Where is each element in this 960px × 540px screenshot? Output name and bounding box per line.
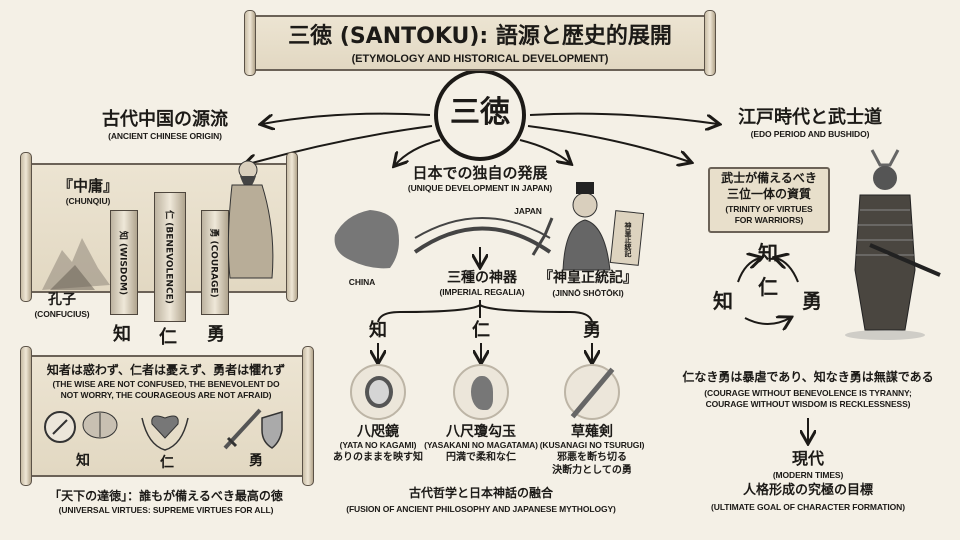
brain-icon	[82, 411, 118, 439]
sword-kusanagi-icon	[564, 364, 620, 420]
middle-footer-en: (FUSION OF ANCIENT PHILOSOPHY AND JAPANE…	[346, 504, 616, 514]
left-footer: 「天下の達徳」：誰もが備えるべき最高の徳	[49, 489, 283, 503]
modern-times-en: (MODERN TIMES)	[772, 470, 844, 480]
arrow-to-edo	[529, 112, 718, 124]
scroll-roll	[704, 10, 716, 76]
trinity-box	[708, 167, 830, 233]
left-footer-en: (UNIVERSAL VIRTUES: SUPREME VIRTUES FOR …	[58, 505, 274, 515]
zhongyong-en: (CHUNQIU)	[65, 196, 111, 206]
left-heading-en: (ANCIENT CHINESE ORIGIN)	[108, 131, 222, 141]
yasakani-romaji: (YASAKANI NO MAGATAMA)	[424, 440, 538, 450]
scroll-roll	[244, 10, 256, 76]
regalia-virtue-courage: 勇	[583, 320, 601, 341]
book-cover-title: 神皇正統記	[624, 222, 633, 257]
pillar-courage: 勇 (COURAGE)	[201, 210, 229, 315]
virtue-courage: 勇	[207, 324, 225, 345]
scroll-roll	[20, 346, 32, 486]
scroll-roll	[302, 346, 314, 486]
title-banner	[252, 15, 708, 71]
analects-quote-en: (THE WISE ARE NOT CONFUSED, THE BENEVOLE…	[52, 379, 280, 389]
scroll-roll	[286, 152, 298, 302]
japan-map-icon	[531, 217, 554, 256]
scholar-illustration	[562, 182, 611, 271]
middle-heading: 日本での独自の発展	[412, 164, 548, 182]
trinity-en-1: (TRINITY OF VIRTUES	[725, 204, 813, 214]
yasakani-no-magatama: 八尺瓊勾玉	[446, 424, 516, 440]
heart-hands-icon	[141, 415, 189, 451]
yata-desc: ありのままを映す知	[333, 452, 423, 463]
icon-label-courage: 勇	[249, 453, 263, 469]
imperial-regalia-en: (IMPERIAL REGALIA)	[439, 287, 525, 297]
icon-label-wisdom: 知	[76, 453, 90, 469]
japan-label: JAPAN	[514, 206, 542, 216]
page-title: 三徳 (SANTOKU): 語源と歴史的展開	[288, 24, 672, 49]
virtue-wisdom: 知	[113, 324, 131, 345]
china-label: CHINA	[348, 277, 376, 287]
compass-icon	[44, 411, 76, 443]
regalia-virtue-wisdom: 知	[369, 320, 387, 341]
imperial-regalia-label: 三種の神器	[447, 270, 517, 286]
character-goal-en: (ULTIMATE GOAL OF CHARACTER FORMATION)	[711, 502, 905, 512]
scroll-roll	[20, 152, 32, 302]
yata-romaji: (YATA NO KAGAMI)	[339, 440, 417, 450]
cycle-courage: 勇	[802, 289, 822, 313]
kusanagi-desc-2: 決断力としての勇	[552, 465, 632, 476]
bushido-quote-en-2: COURAGE WITHOUT WISDOM IS RECKLESSNESS)	[705, 399, 911, 409]
middle-footer: 古代哲学と日本神話の融合	[408, 486, 554, 500]
center-enso-circle	[434, 69, 526, 161]
trinity-en-2: FOR WARRIORS)	[734, 215, 804, 225]
jinno-shotoki-label: 『神皇正統記』	[539, 270, 637, 286]
trinity-line-2: 三位一体の資質	[726, 187, 812, 201]
bushido-quote-en-1: (COURAGE WITHOUT BENEVOLENCE IS TYRANNY;	[704, 388, 912, 398]
modern-times-label: 現代	[791, 449, 825, 468]
character-goal: 人格形成の究極の目標	[742, 483, 874, 498]
analects-quote: 知者は惑わず、仁者は憂えず、勇者は懼れず	[46, 363, 286, 377]
kusanagi-desc: 邪悪を断ち切る	[557, 452, 627, 463]
shield-icon	[261, 410, 283, 449]
virtue-benevolence: 仁	[159, 327, 177, 348]
jinno-shotoki-book-icon	[609, 210, 645, 266]
cycle-wisdom-left: 知	[713, 289, 733, 313]
kusanagi-no-tsurugi: 草薙剣	[571, 424, 613, 440]
page-subtitle: (ETYMOLOGY AND HISTORICAL DEVELOPMENT)	[351, 53, 609, 65]
china-map-icon	[334, 210, 399, 269]
arrow-to-china-origin	[262, 112, 431, 124]
regalia-virtue-benevolence: 仁	[472, 320, 490, 341]
analects-quote-en: NOT WORRY, THE COURAGEOUS ARE NOT AFRAID…	[60, 390, 272, 400]
pillar-wisdom: 知 (WISDOM)	[110, 210, 138, 315]
right-heading: 江戸時代と武士道	[738, 107, 882, 128]
trinity-line-1: 武士が備えるべき	[721, 171, 817, 185]
quote-scroll	[30, 355, 308, 477]
left-heading: 古代中国の源流	[102, 109, 228, 130]
middle-heading-en: (UNIQUE DEVELOPMENT IN JAPAN)	[407, 183, 553, 193]
kusanagi-romaji: (KUSANAGI NO TSURUGI)	[539, 440, 645, 450]
right-heading-en: (EDO PERIOD AND BUSHIDO)	[750, 129, 870, 139]
bushido-quote: 仁なき勇は暴虐であり、知なき勇は無謀である	[682, 370, 934, 384]
pillar-benevolence: 仁 (BENEVOLENCE)	[154, 192, 186, 322]
yata-no-kagami: 八咫鏡	[357, 424, 399, 440]
confucius-label: 孔子	[48, 292, 76, 308]
cycle-benevolence: 仁	[758, 275, 778, 299]
confucius-en: (CONFUCIUS)	[34, 309, 90, 319]
zhongyong-label: 『中庸』	[57, 177, 119, 195]
cycle-wisdom-top: 知	[758, 241, 778, 265]
mirror-icon	[350, 364, 406, 420]
jinno-shotoki-en: (JINNŌ SHŌTŌKI)	[552, 288, 624, 298]
yasakani-desc: 円満で柔和な仁	[446, 452, 516, 463]
center-santoku-label: 三徳	[450, 95, 510, 130]
bridge-icon	[413, 226, 552, 254]
magatama-icon	[453, 364, 509, 420]
icon-label-benevolence: 仁	[160, 455, 174, 471]
sword-icon	[223, 408, 262, 450]
